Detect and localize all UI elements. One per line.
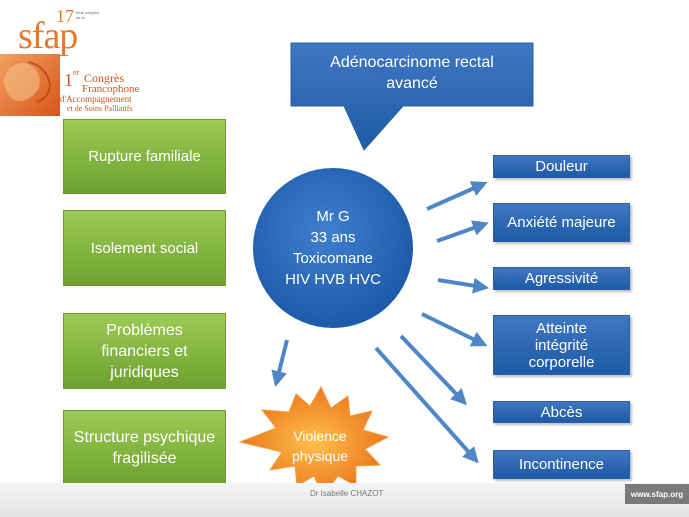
violence-label: Violence physique <box>284 426 356 466</box>
consequence-box-douleur: Douleur <box>493 155 630 178</box>
logo-line1: Congrès <box>84 71 124 85</box>
consequence-label: Anxiété majeure <box>507 214 616 231</box>
logo-brand: sfap <box>18 15 78 57</box>
patient-line4: HIV HVB HVC <box>285 271 381 288</box>
footer-url: www.sfap.org <box>625 484 689 504</box>
patient-line1: Mr G <box>316 208 350 225</box>
logo-line2: Francophone <box>82 83 140 95</box>
patient-circle: Mr G 33 ans Toxicomane HIV HVB HVC <box>253 168 413 328</box>
logo-line1-sup: er <box>73 68 80 77</box>
consequence-box-agressivite: Agressivité <box>493 267 630 290</box>
logo-line3: d'Accompagnement <box>60 94 132 104</box>
consequence-box-atteinte: Atteinte intégrité corporelle <box>493 315 630 375</box>
arrow-anxiete <box>436 220 489 243</box>
consequence-box-incontinence: Incontinence <box>493 450 630 479</box>
arrow-violence <box>271 339 289 387</box>
consequence-label: Abcès <box>540 403 583 421</box>
diagnosis-label: Adénocarcinome rectal avancé <box>291 52 533 94</box>
sfap-logo-graphic <box>0 54 60 116</box>
arrow-douleur <box>426 181 488 211</box>
factor-label: Isolement social <box>90 239 199 257</box>
factor-label: Structure psychique fragilisée <box>73 429 216 467</box>
consequence-label: Atteinte intégrité corporelle <box>528 319 595 371</box>
factor-box-isolement: Isolement social <box>63 210 226 286</box>
arrow-abces <box>399 334 467 406</box>
logo-line4: et de Soins Palliatifs <box>67 104 133 113</box>
logo-number-caption: ème congrès de la <box>76 10 100 20</box>
consequence-label: Douleur <box>535 158 588 175</box>
violence-line1: Violence <box>293 428 347 444</box>
footer-bar <box>0 483 689 517</box>
consequence-box-abces: Abcès <box>493 401 630 423</box>
arrow-agressivite <box>437 277 490 294</box>
diagnosis-line2: avancé <box>386 75 438 92</box>
sfap-logo: 17 ème congrès de la sfap 1 er Congrès F… <box>0 0 185 118</box>
arrow-atteinte <box>421 312 488 347</box>
factor-label: Rupture familiale <box>88 148 201 165</box>
logo-line1-number: 1 <box>64 70 73 90</box>
violence-line2: physique <box>291 448 349 464</box>
logo-number: 17 <box>56 6 74 26</box>
factor-box-problemes: Problèmes financiers et juridiques <box>63 313 226 389</box>
factor-box-structure: Structure psychique fragilisée <box>63 410 226 486</box>
diagnosis-line1: Adénocarcinome rectal <box>330 54 494 71</box>
factor-box-rupture: Rupture familiale <box>63 119 226 194</box>
patient-line3: Toxicomane <box>292 250 374 267</box>
consequence-box-anxiete: Anxiété majeure <box>493 203 630 242</box>
patient-line2: 33 ans <box>310 229 356 246</box>
consequence-label: Incontinence <box>518 456 605 473</box>
factor-label: Problèmes financiers et juridiques <box>101 321 188 381</box>
diagnosis-callout-shape <box>290 42 534 151</box>
arrow-incontinence <box>374 346 479 464</box>
footer-author: Dr Isabelle CHAZOT <box>310 489 384 498</box>
consequence-label: Agressivité <box>524 270 599 287</box>
